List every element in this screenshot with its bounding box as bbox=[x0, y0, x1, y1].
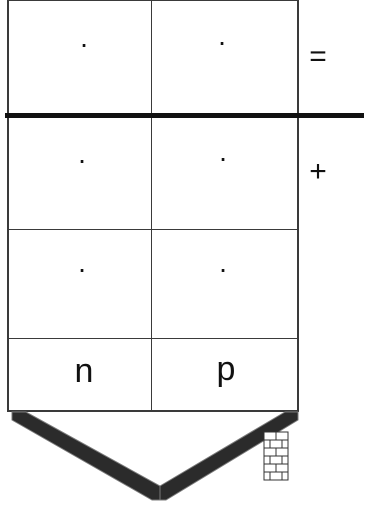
brick-icon bbox=[264, 432, 288, 480]
hopper-left-arm bbox=[12, 412, 160, 500]
